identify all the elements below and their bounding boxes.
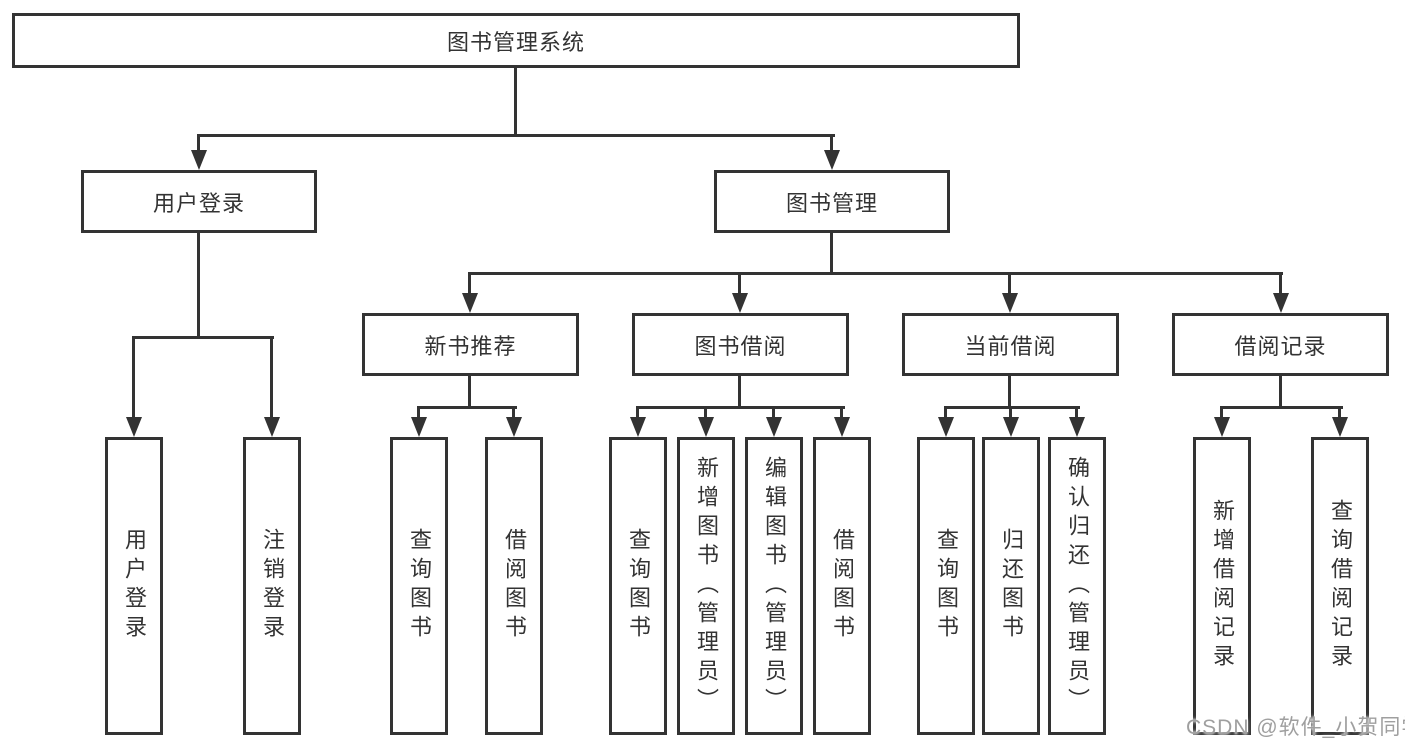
connector-leaf-line: [512, 406, 515, 419]
leaf-bb-borrow-books: 借阅图书: [813, 437, 871, 735]
leaf-bb-query-books: 查询图书: [609, 437, 667, 735]
arrow-down-icon: [938, 417, 954, 437]
connector-leaf-line: [840, 406, 843, 419]
arrow-down-icon: [462, 293, 478, 313]
arrow-down-icon: [1332, 417, 1348, 437]
connector-borrow-record-split: [1220, 406, 1343, 409]
connector-book-mgmt-drop: [830, 232, 833, 274]
node-book-mgmt-label: 图书管理: [785, 190, 878, 216]
arrow-down-icon: [732, 293, 748, 313]
arrow-down-icon: [1214, 417, 1230, 437]
leaf-logout-label: 注销登录: [260, 528, 285, 644]
arrow-down-icon: [824, 150, 840, 170]
node-current-borrow: 当前借阅: [902, 313, 1119, 376]
node-user-login-label: 用户登录: [152, 190, 245, 216]
connector-leaf-line: [944, 406, 947, 419]
arrow-down-icon: [126, 417, 142, 437]
leaf-nb-query-books: 查询图书: [390, 437, 448, 735]
connector-current-borrow-split: [944, 406, 1080, 409]
connector-to-current-borrow: [1008, 272, 1011, 295]
connector-book-borrow-drop: [738, 375, 741, 409]
arrow-down-icon: [191, 150, 207, 170]
connector-user-login-split: [132, 336, 274, 339]
node-root: 图书管理系统: [12, 13, 1020, 68]
connector-leaf-line: [1075, 406, 1078, 419]
leaf-bb-edit-books-admin: 编辑图书（管理员）: [745, 437, 803, 735]
node-current-borrow-label: 当前借阅: [964, 333, 1057, 359]
arrow-down-icon: [264, 417, 280, 437]
node-borrow-record: 借阅记录: [1172, 313, 1389, 376]
connector-user-login-drop: [197, 232, 200, 336]
leaf-user-login: 用户登录: [105, 437, 163, 735]
arrow-down-icon: [1003, 417, 1019, 437]
leaf-br-query-record: 查询借阅记录: [1311, 437, 1369, 735]
leaf-bb-query-books-label: 查询图书: [626, 528, 651, 644]
connector-leaf-line: [1009, 406, 1012, 419]
connector-level3-split: [468, 272, 1283, 275]
leaf-cb-confirm-return-admin: 确认归还（管理员）: [1048, 437, 1106, 735]
leaf-cb-query-books: 查询图书: [917, 437, 975, 735]
connector-leaf-line: [704, 406, 707, 419]
arrow-down-icon: [698, 417, 714, 437]
connector-to-new-book: [468, 272, 471, 295]
leaf-cb-return-books-label: 归还图书: [999, 528, 1024, 644]
node-book-mgmt: 图书管理: [714, 170, 950, 233]
connector-root-drop: [514, 67, 517, 134]
csdn-watermark: CSDN @软件_小贺同学: [1186, 716, 1405, 739]
leaf-cb-query-books-label: 查询图书: [934, 528, 959, 644]
leaf-cb-return-books: 归还图书: [982, 437, 1040, 735]
connector-to-book-mgmt: [830, 134, 833, 152]
node-user-login: 用户登录: [81, 170, 317, 233]
arrow-down-icon: [1069, 417, 1085, 437]
arrow-down-icon: [630, 417, 646, 437]
connector-to-user-login: [197, 134, 200, 152]
leaf-br-add-record: 新增借阅记录: [1193, 437, 1251, 735]
connector-to-book-borrow: [738, 272, 741, 295]
node-new-book-rec-label: 新书推荐: [424, 333, 517, 359]
connector-leaf-line: [772, 406, 775, 419]
connector-leaf-line: [1220, 406, 1223, 419]
leaf-nb-borrow-books-label: 借阅图书: [502, 528, 527, 644]
arrow-down-icon: [1273, 293, 1289, 313]
connector-new-book-split: [417, 406, 517, 409]
connector-borrow-record-drop: [1279, 375, 1282, 409]
arrow-down-icon: [834, 417, 850, 437]
connector-level2-split: [197, 134, 835, 137]
connector-leaf-line: [636, 406, 639, 419]
leaf-br-add-record-label: 新增借阅记录: [1210, 499, 1235, 673]
connector-to-leaf-login: [132, 336, 135, 418]
leaf-br-query-record-label: 查询借阅记录: [1328, 499, 1353, 673]
arrow-down-icon: [766, 417, 782, 437]
leaf-user-login-label: 用户登录: [122, 528, 147, 644]
leaf-bb-add-books-admin: 新增图书（管理员）: [677, 437, 735, 735]
leaf-nb-query-books-label: 查询图书: [407, 528, 432, 644]
leaf-bb-borrow-books-label: 借阅图书: [830, 528, 855, 644]
connector-to-leaf-logout: [270, 336, 273, 418]
node-book-borrow: 图书借阅: [632, 313, 849, 376]
arrow-down-icon: [1002, 293, 1018, 313]
node-new-book-rec: 新书推荐: [362, 313, 579, 376]
leaf-logout: 注销登录: [243, 437, 301, 735]
connector-new-book-drop: [468, 375, 471, 409]
connector-book-borrow-split: [636, 406, 845, 409]
connector-to-borrow-record: [1279, 272, 1282, 295]
node-book-borrow-label: 图书借阅: [694, 333, 787, 359]
connector-leaf-line: [1338, 406, 1341, 419]
node-root-label: 图书管理系统: [446, 29, 585, 55]
arrow-down-icon: [411, 417, 427, 437]
connector-leaf-line: [417, 406, 420, 419]
connector-current-borrow-drop: [1008, 375, 1011, 409]
leaf-bb-add-books-admin-label: 新增图书（管理员）: [694, 455, 719, 717]
arrow-down-icon: [506, 417, 522, 437]
leaf-nb-borrow-books: 借阅图书: [485, 437, 543, 735]
node-borrow-record-label: 借阅记录: [1234, 333, 1327, 359]
leaf-cb-confirm-return-admin-label: 确认归还（管理员）: [1065, 455, 1090, 717]
leaf-bb-edit-books-admin-label: 编辑图书（管理员）: [762, 455, 787, 717]
